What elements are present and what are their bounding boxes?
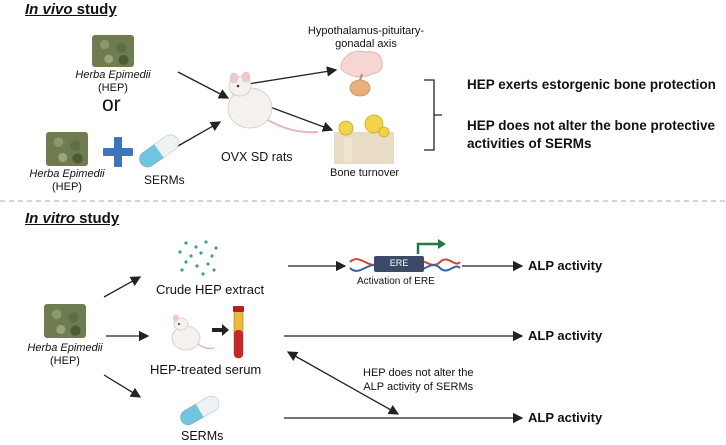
herb-abbr: (HEP)	[50, 355, 80, 367]
alp-activity-2: ALP activity	[528, 328, 603, 343]
arrow-rats-to-hpg	[247, 66, 338, 85]
herb-name: Herba Epimedii	[75, 69, 151, 81]
finding-estrogenic: HEP exerts estorgenic bone protection	[467, 77, 716, 92]
ere-caption: Activation of ERE	[357, 276, 435, 287]
rat-icon-small	[171, 314, 215, 351]
tube-icon	[233, 306, 244, 359]
capsule-icon-small	[180, 396, 220, 426]
herb-name: Herba Epimedii	[27, 342, 103, 354]
ere-box	[374, 256, 424, 272]
herb-abbr: (HEP)	[98, 82, 128, 94]
serms-label-vitro: SERMs	[181, 429, 224, 443]
herb-icon	[46, 132, 88, 166]
capsule-icon	[139, 134, 179, 168]
right-arrow-icon	[212, 324, 229, 336]
arrow-serms-serum-compare	[286, 351, 400, 415]
in-vitro-title: In vitro study	[25, 210, 120, 227]
serum-label: HEP-treated serum	[150, 362, 262, 377]
or-label: or	[102, 93, 121, 116]
finding-serms-2: activities of SERMs	[467, 136, 592, 151]
arrow-hep-to-crude	[103, 276, 142, 298]
herb-name: Herba Epimedii	[29, 168, 105, 180]
ere-label: ERE	[389, 258, 409, 268]
crude-extract-label: Crude HEP extract	[156, 282, 265, 297]
serms-label: SERMs	[144, 173, 185, 187]
serms-note-2: ALP activity of SERMs	[363, 381, 474, 393]
herb-icon	[44, 304, 86, 338]
arrow-serms-to-rats	[177, 121, 222, 147]
alp-activity-1: ALP activity	[528, 258, 603, 273]
dots-icon	[178, 240, 218, 276]
findings-bracket	[424, 79, 442, 151]
herb-abbr: (HEP)	[52, 181, 82, 193]
arrow-hep-to-rats	[177, 71, 230, 99]
bone-icon	[334, 114, 394, 164]
hpg-axis-label-2: gonadal axis	[335, 38, 397, 50]
brain-icon	[340, 50, 383, 97]
alp-activity-3: ALP activity	[528, 410, 603, 425]
arrow-rats-to-bone	[261, 103, 334, 132]
bone-turnover-label: Bone turnover	[330, 167, 400, 179]
in-vivo-title: In vivo study	[25, 1, 117, 18]
herb-icon	[92, 35, 134, 67]
serms-note: HEP does not alter the	[363, 367, 474, 379]
rats-label: OVX SD rats	[221, 150, 293, 164]
arrow-hep-to-serms	[103, 374, 142, 398]
plus-icon	[103, 137, 133, 167]
finding-serms: HEP does not alter the bone protective	[467, 118, 716, 133]
hpg-axis-label: Hypothalamus-pituitary-	[307, 25, 425, 37]
rat-icon	[227, 71, 319, 134]
